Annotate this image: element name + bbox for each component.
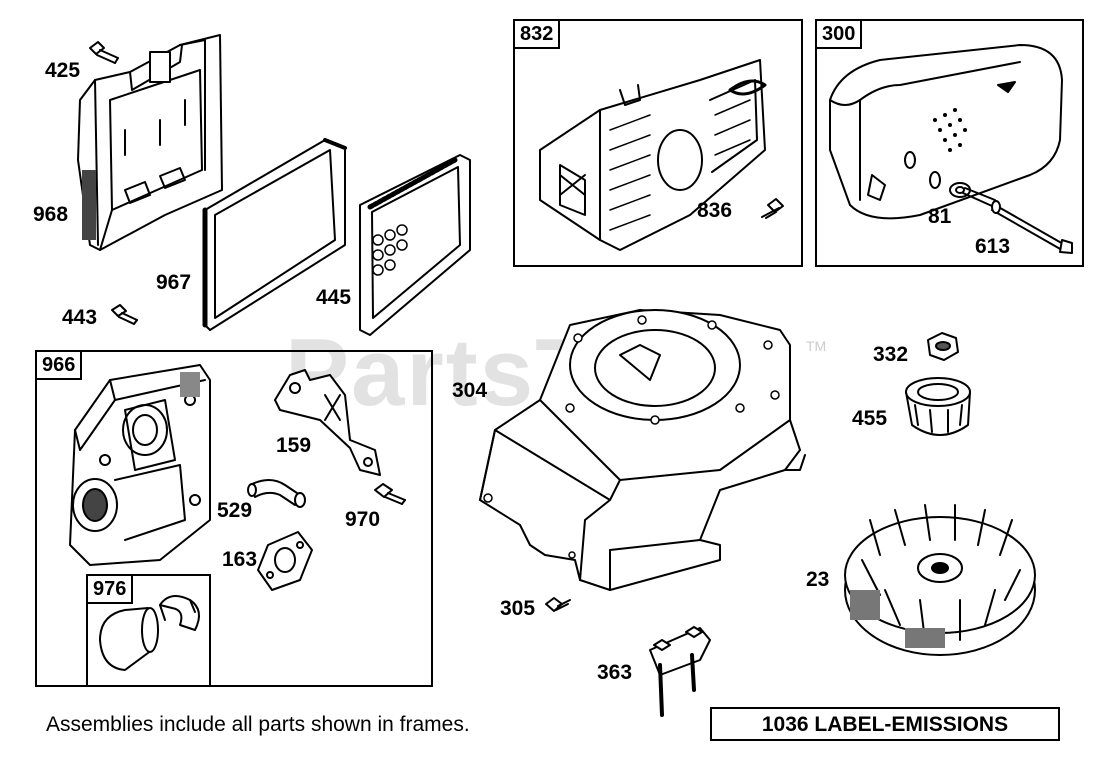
- callout-163[interactable]: 163: [222, 548, 258, 571]
- part-966-adapter[interactable]: [69, 364, 211, 566]
- part-23-flywheel[interactable]: [844, 504, 1036, 656]
- assemblies-note: Assemblies include all parts shown in fr…: [46, 713, 470, 736]
- frame-976: 976: [86, 574, 211, 687]
- callout-305[interactable]: 305: [500, 597, 536, 620]
- callout-23[interactable]: 23: [806, 568, 830, 591]
- part-163-gasket[interactable]: [257, 531, 313, 591]
- callout-970[interactable]: 970: [345, 508, 381, 531]
- emissions-label-box[interactable]: 1036 LABEL-EMISSIONS: [710, 707, 1060, 741]
- part-455-starter-cup[interactable]: [905, 377, 971, 436]
- callout-159[interactable]: 159: [276, 434, 312, 457]
- watermark-tm: TM: [806, 338, 827, 354]
- part-529-tube[interactable]: [247, 479, 306, 508]
- part-332-nut[interactable]: [927, 332, 959, 361]
- frame-300: 300: [815, 19, 1084, 267]
- part-836-screw[interactable]: [761, 198, 784, 219]
- part-976-primer-bulb[interactable]: [99, 595, 200, 671]
- part-305-screw[interactable]: [545, 597, 571, 612]
- part-832-shield[interactable]: [539, 59, 767, 251]
- callout-968[interactable]: 968: [33, 203, 69, 226]
- frame-832: 832: [513, 19, 803, 267]
- callout-81[interactable]: 81: [928, 205, 952, 228]
- callout-443[interactable]: 443: [62, 306, 98, 329]
- part-300-muffler[interactable]: [829, 44, 1063, 220]
- callout-455[interactable]: 455: [852, 407, 888, 430]
- callout-529[interactable]: 529: [217, 499, 253, 522]
- part-443-bolt[interactable]: [111, 304, 138, 325]
- part-425-bolt[interactable]: [89, 41, 119, 64]
- callout-836[interactable]: 836: [697, 199, 733, 222]
- callout-445[interactable]: 445: [316, 286, 352, 309]
- callout-967[interactable]: 967: [156, 271, 192, 294]
- part-967-filter[interactable]: [202, 138, 347, 331]
- part-613-bolt[interactable]: [991, 200, 1073, 254]
- frame-label-966: 966: [35, 350, 83, 380]
- callout-425[interactable]: 425: [45, 59, 81, 82]
- callout-304[interactable]: 304: [452, 379, 488, 402]
- frame-966: 966: [35, 350, 433, 687]
- part-304-blower-housing[interactable]: [479, 309, 806, 591]
- part-445-precleaner[interactable]: [359, 154, 471, 336]
- callout-363[interactable]: 363: [597, 661, 633, 684]
- frame-label-300: 300: [815, 19, 863, 49]
- callout-332[interactable]: 332: [873, 343, 909, 366]
- callout-613[interactable]: 613: [975, 235, 1011, 258]
- part-968-air-cleaner-base[interactable]: [77, 34, 223, 251]
- frame-label-976: 976: [86, 574, 134, 604]
- part-159-bracket[interactable]: [274, 369, 381, 476]
- part-970-screw[interactable]: [374, 483, 406, 505]
- part-363-bracket[interactable]: [649, 626, 711, 717]
- frame-label-832: 832: [513, 19, 561, 49]
